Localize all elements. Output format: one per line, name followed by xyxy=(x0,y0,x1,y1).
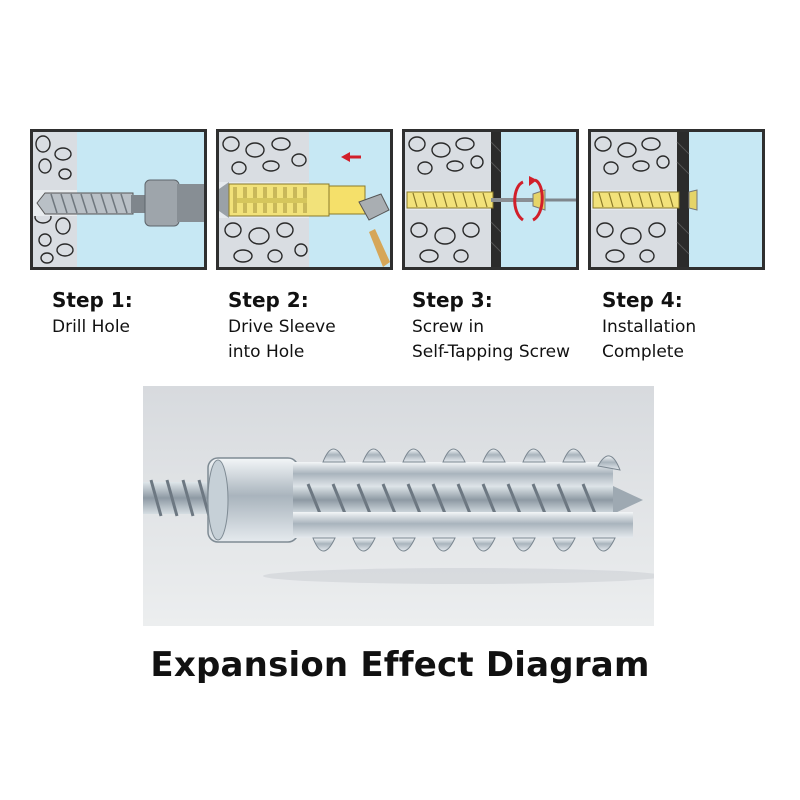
step4-illustration xyxy=(591,132,762,267)
step4-title: Step 4: xyxy=(602,288,683,312)
step1-title: Step 1: xyxy=(52,288,133,312)
step1-panel xyxy=(30,129,207,270)
push-arrow-icon xyxy=(341,152,361,162)
anchor-photo xyxy=(143,386,654,626)
drill-bit-icon xyxy=(36,179,204,227)
installed-anchor-icon xyxy=(591,189,698,211)
step4-text: Step 4: Installation Complete xyxy=(602,288,696,365)
step2-title: Step 2: xyxy=(228,288,309,312)
step1-text: Step 1: Drill Hole xyxy=(52,288,133,340)
step4-desc-line1: Installation xyxy=(602,317,697,337)
step2-text: Step 2: Drive Sleeve into Hole xyxy=(228,288,336,365)
step3-text: Step 3: Screw in Self-Tapping Screw xyxy=(412,288,570,365)
step3-illustration xyxy=(405,132,576,267)
step3-desc-line1: Screw in xyxy=(412,317,485,337)
expansion-anchor-image xyxy=(143,386,654,626)
step1-illustration xyxy=(33,132,204,267)
step2-desc-line2: into Hole xyxy=(228,342,305,362)
step2-desc-line1: Drive Sleeve xyxy=(228,317,336,337)
rotation-arrow-icon xyxy=(513,176,544,222)
step2-illustration xyxy=(219,132,390,267)
step1-desc-line1: Drill Hole xyxy=(52,317,131,337)
diagram-caption: Expansion Effect Diagram xyxy=(150,645,650,685)
step3-title: Step 3: xyxy=(412,288,493,312)
step4-desc-line2: Complete xyxy=(602,342,684,362)
step3-desc-line2: Self-Tapping Screw xyxy=(412,342,570,362)
hammer-icon xyxy=(358,193,390,267)
step3-panel xyxy=(402,129,579,270)
step4-panel xyxy=(588,129,765,270)
step2-panel xyxy=(216,129,393,270)
